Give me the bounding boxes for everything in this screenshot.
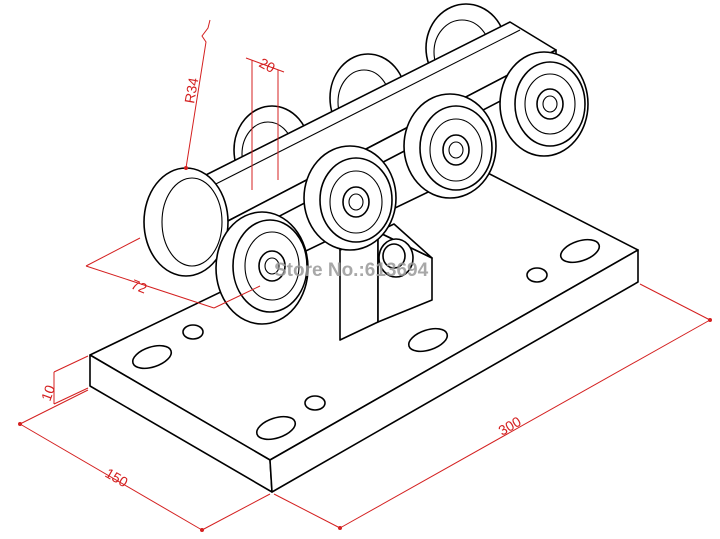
round-hole bbox=[526, 267, 548, 283]
wheel-hub bbox=[442, 134, 470, 166]
front-wheel-2 bbox=[303, 145, 397, 251]
wheel-hub bbox=[536, 88, 564, 120]
pivot-bolt-inner bbox=[382, 243, 406, 269]
dimension-lines bbox=[18, 19, 712, 532]
radius-label: R34 bbox=[181, 76, 201, 104]
wheel-spacing-label: 72 bbox=[129, 276, 150, 297]
store-watermark: Store No.:613694 bbox=[274, 260, 429, 281]
plate-thickness-label: 10 bbox=[38, 383, 58, 403]
plate-side-face bbox=[269, 249, 639, 493]
front-wheel-3 bbox=[403, 93, 497, 199]
side-wheel bbox=[143, 167, 229, 277]
side-wheel-left bbox=[143, 167, 229, 277]
plate-length-label: 300 bbox=[496, 413, 524, 439]
width-top-label: 20 bbox=[257, 55, 278, 77]
front-wheel-4 bbox=[499, 51, 589, 157]
plate-holes bbox=[131, 238, 601, 441]
round-hole bbox=[304, 395, 326, 411]
slot-hole bbox=[255, 415, 297, 441]
radius-leader bbox=[185, 19, 211, 169]
round-hole bbox=[182, 324, 204, 340]
wheel-hub bbox=[258, 250, 286, 282]
slot-hole bbox=[559, 238, 601, 264]
slot-hole bbox=[407, 327, 449, 353]
wheel-hub bbox=[342, 186, 370, 218]
slot-hole bbox=[131, 344, 173, 370]
